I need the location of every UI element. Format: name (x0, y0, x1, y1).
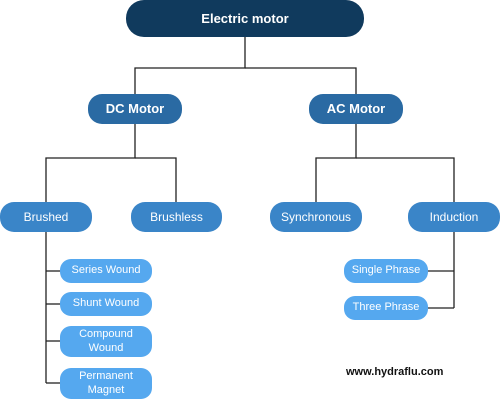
node-three-phrase: Three Phrase (344, 296, 428, 320)
connector-root-to-ac (245, 67, 357, 94)
node-brushed: Brushed (0, 202, 92, 232)
watermark-url: www.hydraflu.com (346, 366, 444, 378)
node-single-phrase: Single Phrase (344, 259, 428, 283)
node-series-wound: Series Wound (60, 259, 152, 283)
connector-root-to-dc (134, 36, 246, 94)
node-induction: Induction (408, 202, 500, 232)
node-compound-wound: Compound Wound (60, 326, 152, 357)
node-synchronous: Synchronous (270, 202, 362, 232)
node-dc-motor: DC Motor (88, 94, 182, 124)
connector-ac-to-synchronous (315, 124, 357, 202)
node-shunt-wound: Shunt Wound (60, 292, 152, 316)
node-ac-motor: AC Motor (309, 94, 403, 124)
node-permanent-magnet: Permanent Magnet (60, 368, 152, 399)
node-brushless: Brushless (131, 202, 222, 232)
connector-ac-to-induction (356, 157, 455, 202)
connector-dc-to-brushless (135, 157, 177, 202)
node-electric-motor: Electric motor (126, 0, 364, 37)
connector-dc-to-brushed (45, 124, 136, 202)
